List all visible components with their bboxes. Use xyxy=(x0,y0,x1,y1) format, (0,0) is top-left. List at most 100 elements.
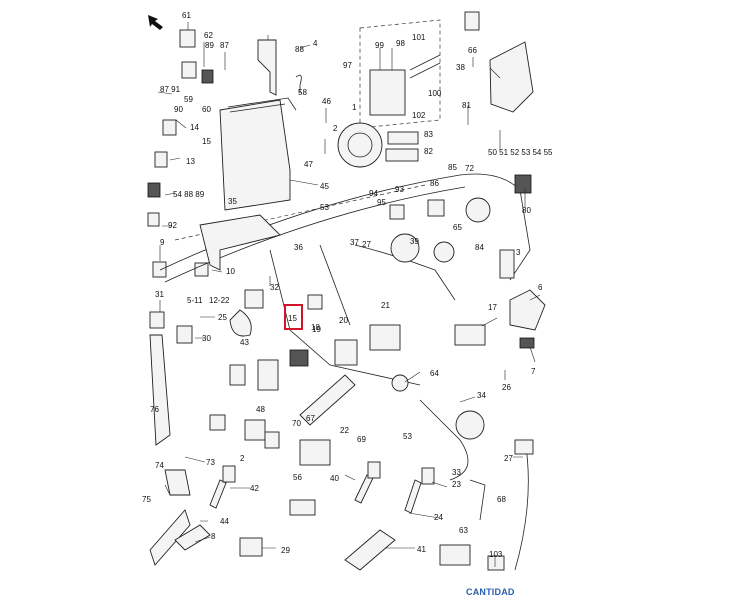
callout-label: 15 xyxy=(288,314,297,323)
label-plates xyxy=(385,131,419,162)
callout-label: 41 xyxy=(417,545,426,554)
quantity-link[interactable]: CANTIDAD xyxy=(466,587,515,597)
callout-label: 83 xyxy=(424,130,433,139)
callout-label: 70 xyxy=(292,419,301,428)
callout-label: 88 xyxy=(295,45,304,54)
callout-label: 56 xyxy=(293,473,302,482)
callout-labels: 61 62 87 4 88 66 101 99 98 97 100 102 38… xyxy=(142,11,553,559)
callout-label: 101 xyxy=(412,33,426,42)
callout-label: 30 xyxy=(202,334,211,343)
callout-label: 85 xyxy=(448,163,457,172)
callout-label: 13 xyxy=(186,157,195,166)
callout-label: 12-22 xyxy=(209,296,230,305)
callout-label: 97 xyxy=(343,61,352,70)
callout-label: 42 xyxy=(250,484,259,493)
callout-label: 2 xyxy=(333,124,338,133)
direction-arrow-icon xyxy=(148,15,163,30)
callout-label: 6 xyxy=(538,283,543,292)
callout-label: 29 xyxy=(281,546,290,555)
callout-label: 40 xyxy=(330,474,339,483)
callout-label: 87 xyxy=(220,41,229,50)
callout-label: 26 xyxy=(502,383,511,392)
callout-label: 63 xyxy=(459,526,468,535)
callout-label: 5-11 xyxy=(187,296,203,305)
callout-label: 20 xyxy=(339,316,348,325)
callout-label: 10 xyxy=(226,267,235,276)
callout-label: 103 xyxy=(489,550,503,559)
callout-label: 99 xyxy=(375,41,384,50)
callout-label: 54 88 89 xyxy=(173,190,205,199)
callout-label: 27 xyxy=(504,454,513,463)
connectors xyxy=(209,439,486,571)
callout-label: 60 xyxy=(202,105,211,114)
callout-label: 59 xyxy=(184,95,193,104)
callout-label: 48 xyxy=(256,405,265,414)
callout-label: 61 xyxy=(182,11,191,20)
callout-label: 15 xyxy=(202,137,211,146)
callout-label: 76 xyxy=(150,405,159,414)
right-components xyxy=(391,289,546,571)
steering-column xyxy=(229,289,401,426)
callout-label: 2 xyxy=(240,454,245,463)
callout-label: 90 xyxy=(174,105,183,114)
callout-label: 47 xyxy=(304,160,313,169)
callout-label: 39 xyxy=(410,237,419,246)
callout-label: 92 xyxy=(168,221,177,230)
callout-label: 67 xyxy=(306,414,315,423)
callout-label: 100 xyxy=(428,89,442,98)
callout-label: 73 xyxy=(206,458,215,467)
callout-label: 93 xyxy=(395,185,404,194)
bracket-67 xyxy=(257,39,302,96)
callout-label: 9 xyxy=(160,238,165,247)
callout-label: 14 xyxy=(190,123,199,132)
callout-label: 18 xyxy=(311,323,320,332)
callout-label: 21 xyxy=(381,301,390,310)
callout-label: 102 xyxy=(412,111,426,120)
callout-label: 84 xyxy=(475,243,484,252)
callout-label: 53 xyxy=(320,203,329,212)
bracket-35 xyxy=(199,214,281,271)
callout-label: 31 xyxy=(155,290,164,299)
callout-label: 34 xyxy=(477,391,486,400)
callout-label: 19 xyxy=(312,325,321,334)
callout-label: 32 xyxy=(270,283,279,292)
ecu-module xyxy=(219,97,319,211)
lower-left-parts xyxy=(149,334,280,566)
callout-label: 36 xyxy=(294,243,303,252)
callout-label: 72 xyxy=(465,164,474,173)
callout-label: 65 xyxy=(453,223,462,232)
callout-label: 8 xyxy=(211,532,216,541)
callout-label: 87 91 xyxy=(160,85,181,94)
callout-label: 38 xyxy=(456,63,465,72)
callout-label: 7 xyxy=(531,367,536,376)
callout-label: 37 xyxy=(350,238,359,247)
control-unit-box xyxy=(359,19,441,129)
callout-label: 80 xyxy=(522,206,531,215)
dashboard-frame xyxy=(159,173,532,386)
callout-label: 43 xyxy=(240,338,249,347)
callout-label: 24 xyxy=(434,513,443,522)
callout-label: 53 xyxy=(403,432,412,441)
callout-label: 64 xyxy=(430,369,439,378)
callout-label: 1 xyxy=(352,103,357,112)
callout-label: 62 xyxy=(204,31,213,40)
bracket-37 xyxy=(464,11,534,113)
callout-label: 75 xyxy=(142,495,151,504)
callout-label: 44 xyxy=(220,517,229,526)
ignition-switch xyxy=(337,122,383,168)
callout-label: 69 xyxy=(357,435,366,444)
highlight-box xyxy=(284,304,303,330)
callout-label: 98 xyxy=(396,39,405,48)
callout-label: 94 xyxy=(369,189,378,198)
relay-group-left xyxy=(147,29,214,344)
callout-label: 45 xyxy=(320,182,329,191)
callout-label: 22 xyxy=(340,426,349,435)
callout-label: 46 xyxy=(322,97,331,106)
callout-label: 66 xyxy=(468,46,477,55)
callout-label: 33 xyxy=(452,468,461,477)
callout-label: 50 51 52 53 54 55 xyxy=(488,148,553,157)
callout-label: 89 xyxy=(205,41,214,50)
callout-label: 23 xyxy=(452,480,461,489)
callout-label: 25 xyxy=(218,313,227,322)
